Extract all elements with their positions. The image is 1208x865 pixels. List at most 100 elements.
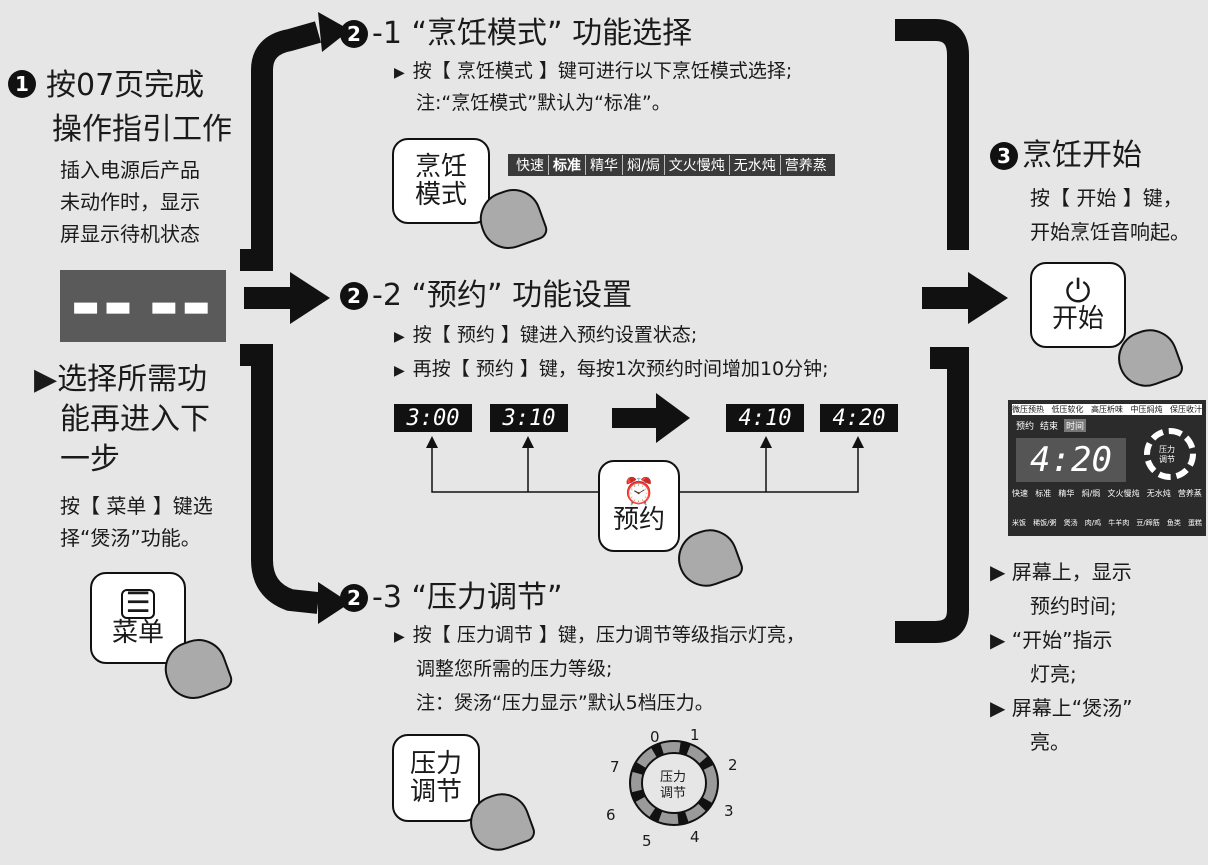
right-bracket-bottom (895, 347, 969, 643)
standby-display: ▬▬ ▬▬ (60, 270, 226, 342)
step1-desc-0: 插入电源后产品 (60, 158, 200, 182)
panel-dial-label-a: 压力 (1159, 445, 1175, 454)
step2-2-num: 2 (340, 282, 368, 310)
panel-mode-4: 文火慢炖 (1107, 489, 1140, 498)
step2-3-num: 2 (340, 584, 368, 612)
pressure-button-label-a: 压力 (409, 749, 462, 779)
step2-3-line3: 注：煲汤“压力显示”默认5档压力。 (416, 692, 714, 714)
step1-desc-2: 屏显示待机状态 (60, 222, 200, 246)
panel-mode-1: 标准 (1035, 489, 1052, 498)
connector-to-step2-2 (244, 287, 294, 309)
panel-food-2: 煲汤 (1063, 519, 1078, 527)
arrowhead-step3 (968, 272, 1008, 324)
step3-note-5: 亮。 (1030, 730, 1070, 754)
mode-6: 营养蒸 (784, 158, 827, 174)
step3-line2: 开始烹饪音响起。 (1030, 220, 1190, 244)
cooking-mode-button[interactable]: 烹饪 模式 (392, 138, 490, 224)
step2-3-title: -3 “压力调节” (372, 580, 563, 615)
reservation-button-label: 预约 (612, 505, 665, 535)
step3-note-3: 灯亮; (1030, 662, 1077, 686)
control-panel: 微压预热 低压软化 高压析味 中压焖炖 保压收汁 预约 结束 时间 4:20 压… (1008, 400, 1206, 536)
panel-mode-2: 精华 (1058, 489, 1075, 498)
pressure-dial-label-b: 调节 (660, 786, 687, 801)
dial-num-7: 7 (610, 758, 620, 776)
panel-dial: 压力 调节 (1144, 428, 1196, 480)
panel-food-1: 稀饭/粥 (1033, 519, 1057, 527)
dial-num-2: 2 (728, 756, 738, 774)
step1-num: 1 (8, 70, 36, 98)
panel-mode-3: 焖/焗 (1081, 489, 1101, 498)
dial-num-5: 5 (642, 832, 652, 850)
display-arrow-head (656, 393, 690, 443)
panel-foods: 米饭 稀饭/粥 煲汤 肉/鸡 牛羊肉 豆/蹄筋 鱼类 蛋糕 (1012, 518, 1202, 528)
panel-time: 4:20 (1016, 438, 1126, 482)
mode-0: 快速 (512, 155, 549, 175)
cooking-mode-label-b: 模式 (414, 180, 467, 210)
pressure-dial-label-a: 压力 (660, 770, 687, 785)
step2-3-line2: 调整您所需的压力等级; (416, 658, 613, 680)
right-bracket-top (895, 19, 969, 250)
step2-1-line1: 按【 烹饪模式 】键可进行以下烹饪模式选择; (394, 58, 792, 86)
yuyue-tree (431, 440, 859, 493)
panel-tag-2: 时间 (1064, 419, 1087, 432)
panel-mode-0: 快速 (1012, 489, 1028, 498)
panel-top-4: 保压收汁 (1170, 405, 1202, 414)
panel-top-0: 微压预热 (1012, 405, 1044, 414)
reservation-button[interactable]: ⏰ 预约 (598, 460, 680, 552)
step3-num: 3 (990, 142, 1018, 170)
connector-to-step2-1 (240, 21, 322, 271)
mode-2: 精华 (586, 155, 623, 175)
mode-strip: 快速 标准 精华 焖/焗 文火慢炖 无水炖 营养蒸 (508, 154, 835, 176)
pressure-dial: 压力 调节 (626, 738, 722, 828)
select-title-1: 能再进入下 (60, 402, 210, 437)
connector-to-step2-3 (240, 344, 320, 614)
cooking-mode-label-a: 烹饪 (414, 152, 467, 182)
step2-2-line2: 再按【 预约 】键，每按1次预约时间增加10分钟; (394, 356, 829, 384)
time-display-2: 4:10 (726, 404, 804, 432)
panel-top-row: 微压预热 低压软化 高压析味 中压焖炖 保压收汁 (1012, 404, 1202, 415)
step1-desc-1: 未动作时，显示 (60, 190, 200, 214)
step2-2-line1: 按【 预约 】键进入预约设置状态; (394, 322, 697, 350)
dial-num-4: 4 (690, 828, 700, 846)
step2-1-title: -1 “烹饪模式” 功能选择 (372, 16, 693, 51)
step1-title-b: 操作指引工作 (52, 112, 232, 147)
panel-tags: 预约 结束 时间 (1016, 419, 1198, 432)
mode-1: 标准 (549, 155, 586, 175)
step3-note-4: ▶ 屏幕上“煲汤” (990, 696, 1133, 720)
panel-food-5: 豆/蹄筋 (1136, 519, 1160, 527)
step1-title-a: 按07页完成 (46, 68, 205, 103)
step2-2-title: -2 “预约” 功能设置 (372, 278, 633, 313)
arrowhead-step2-1 (318, 12, 350, 52)
yuyue-tree-heads (426, 436, 864, 448)
pressure-button[interactable]: 压力 调节 (392, 734, 480, 822)
panel-top-1: 低压软化 (1051, 405, 1084, 414)
panel-dial-label-b: 调节 (1159, 455, 1175, 464)
start-button[interactable]: ⏻ 开始 (1030, 262, 1126, 348)
step3-note-0: ▶ 屏幕上，显示 (990, 560, 1132, 584)
panel-mode-6: 营养蒸 (1177, 489, 1202, 498)
panel-food-7: 蛋糕 (1187, 519, 1202, 527)
select-title-0: ▶选择所需功 (34, 362, 208, 397)
panel-food-4: 牛羊肉 (1108, 519, 1130, 527)
mode-3: 焖/焗 (623, 155, 665, 175)
arrowhead-step2-3 (318, 582, 350, 624)
panel-food-0: 米饭 (1012, 519, 1026, 527)
step3-title: 烹饪开始 (1022, 138, 1142, 173)
step3-note-2: ▶ “开始”指示 (990, 628, 1113, 652)
step3-note-1: 预约时间; (1030, 594, 1117, 618)
display-arrow-shaft (612, 408, 660, 428)
mode-5: 无水炖 (730, 155, 781, 175)
panel-top-3: 中压焖炖 (1130, 405, 1163, 414)
panel-modes: 快速 标准 精华 焖/焗 文火慢炖 无水炖 营养蒸 (1012, 488, 1202, 499)
panel-tag-0: 预约 (1016, 422, 1035, 432)
connector-to-step3 (922, 287, 972, 309)
dial-num-3: 3 (724, 802, 734, 820)
alarm-clock-icon: ⏰ (622, 477, 656, 507)
mode-4: 文火慢炖 (665, 155, 730, 175)
select-title-2: 一步 (60, 442, 120, 477)
dial-num-0: 0 (650, 728, 660, 746)
select-desc-0: 按【 菜单 】键选 (60, 494, 213, 518)
step3-line1: 按【 开始 】键， (1030, 186, 1183, 210)
menu-button[interactable]: ☰ 菜单 (90, 572, 186, 664)
